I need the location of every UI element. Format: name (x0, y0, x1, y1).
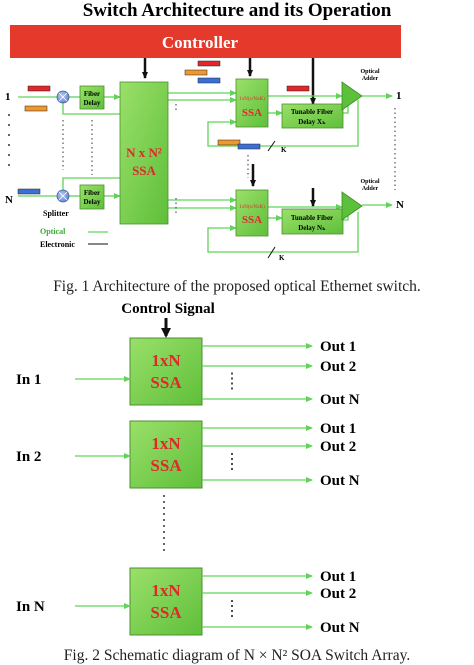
ssa-block-line2: SSA (150, 373, 182, 392)
fiber-delay-bottom-line1: Fiber (84, 189, 100, 197)
ssa-bottom-label: SSA (242, 214, 262, 226)
input-label: In 2 (16, 449, 41, 465)
adder-top-line1: Optical (361, 69, 380, 75)
output-label: Out N (320, 392, 360, 408)
ssa-top-sub: 1xN(x/NxK) (239, 97, 265, 102)
k-mark-top: K (281, 146, 287, 154)
tunable-delay-bottom: Tunable Fiber Delay Nₖ (281, 208, 344, 235)
k-mark-bottom: K (279, 254, 285, 262)
ssa-block-line1: 1xN (151, 581, 181, 600)
controller-label: Controller (162, 33, 239, 52)
ssa-bottom-sub: 1xN(x/NxK) (239, 205, 265, 210)
output-label: Out N (320, 473, 360, 489)
control-signal-label: Control Signal (121, 301, 215, 317)
ssa-top-label: SSA (242, 107, 262, 119)
dotted-connectors (62, 104, 396, 213)
input-dots (8, 114, 10, 166)
splitter-top (56, 90, 70, 104)
legend: Optical Electronic (40, 227, 108, 249)
ssa-top: 1xN(x/NxK) SSA (235, 78, 269, 128)
control-arrows-lower (250, 164, 316, 207)
output-label: Out 2 (320, 439, 356, 455)
output-label: Out 1 (320, 569, 356, 585)
ssa-block-line2: SSA (150, 456, 182, 475)
legend-electronic-label: Electronic (40, 240, 75, 249)
control-arrows (142, 58, 316, 105)
output-label: Out N (320, 620, 360, 636)
tunable-bottom-line2: Delay Nₖ (298, 224, 326, 232)
optical-adder-top: Optical Adder (341, 69, 380, 111)
ssa-block (129, 567, 203, 636)
input-1-label: 1 (5, 91, 11, 103)
ssa-block-line2: SSA (150, 603, 182, 622)
input-label: In N (16, 599, 45, 615)
output-label: Out 1 (320, 339, 356, 355)
ssa-block (129, 420, 203, 489)
output-label: Out 2 (320, 359, 356, 375)
output-1-label: 1 (396, 90, 402, 102)
fiber-delay-top-line1: Fiber (84, 90, 100, 98)
fiber-delay-bottom: Fiber Delay (79, 184, 105, 210)
ssa-row: 1xN SSA In 1 Out 1 Out 2 Out N (16, 337, 360, 408)
tunable-top-line2: Delay Xₖ (298, 118, 326, 126)
splitter-bottom (56, 189, 70, 203)
tunable-delay-top: Tunable Fiber Delay Xₖ (281, 103, 344, 129)
adder-top-line2: Adder (362, 76, 379, 82)
tunable-bottom-line1: Tunable Fiber (291, 214, 333, 222)
output-label: Out 2 (320, 586, 356, 602)
fiber-delay-top-line2: Delay (83, 99, 101, 107)
ssa-row: 1xN SSA In 2 Out 1 Out 2 Out N (16, 420, 360, 489)
main-ssa-line1: N x N² (126, 145, 162, 160)
ssa-bottom: 1xN(x/NxK) SSA (235, 189, 269, 237)
controller-bar (10, 25, 401, 58)
output-n-label: N (396, 199, 404, 211)
fig1-title: Switch Architecture and its Operation (83, 0, 392, 21)
optical-lines (18, 90, 393, 253)
legend-optical-label: Optical (40, 227, 66, 236)
fiber-delay-top: Fiber Delay (79, 85, 105, 110)
k-marks: K K (267, 140, 287, 262)
main-ssa-block: N x N² SSA (119, 81, 169, 225)
optical-adder-bottom: Optical Adder (341, 179, 380, 221)
fiber-delay-bottom-line2: Delay (83, 198, 101, 206)
fig2-caption: Fig. 2 Schematic diagram of N × N² SOA S… (64, 647, 410, 664)
tunable-top-line1: Tunable Fiber (291, 108, 333, 116)
splitter-label: Splitter (43, 209, 69, 218)
output-label: Out 1 (320, 421, 356, 437)
adder-bottom-line2: Adder (362, 186, 379, 192)
input-n-label: N (5, 194, 13, 206)
adder-bottom-line1: Optical (361, 179, 380, 185)
ssa-block-line1: 1xN (151, 434, 181, 453)
input-label: In 1 (16, 372, 41, 388)
packets (17, 60, 310, 195)
ssa-block-line1: 1xN (151, 351, 181, 370)
ssa-block (129, 337, 203, 406)
main-ssa-line2: SSA (132, 163, 156, 178)
fig1-caption: Fig. 1 Architecture of the proposed opti… (53, 278, 421, 295)
